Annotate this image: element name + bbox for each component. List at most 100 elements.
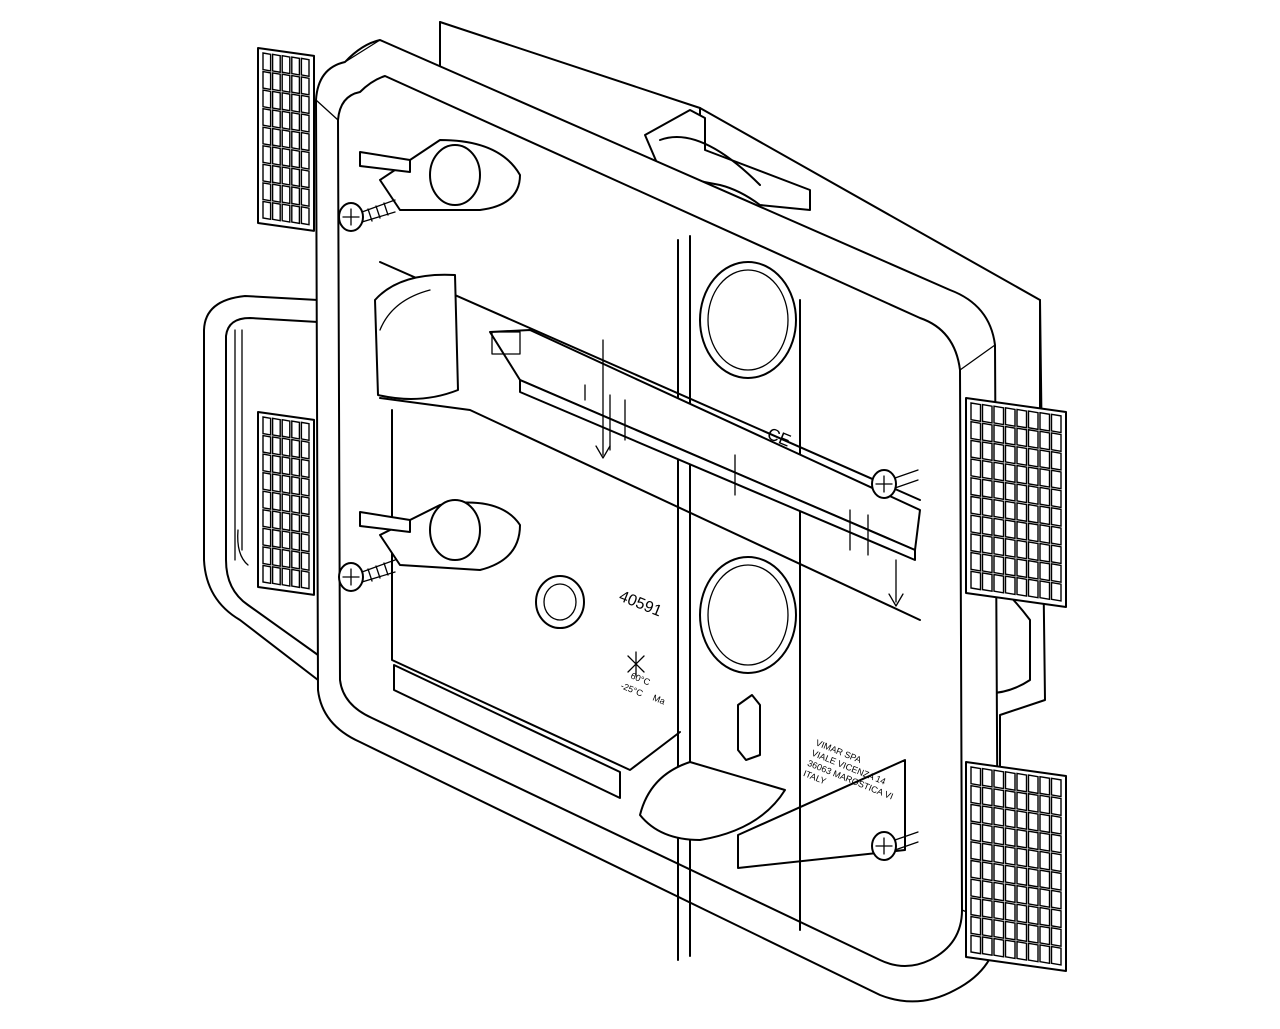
grip-pad-cell (1004, 444, 1016, 465)
grip-pad-cell (281, 166, 291, 186)
grip-pad-cell (1039, 775, 1051, 796)
grip-pad-cell (970, 533, 982, 554)
grip-pad-cell (271, 528, 281, 549)
grip-pad-cell (981, 478, 993, 499)
grip-pad-cell (1039, 542, 1051, 563)
grip-pad-cell (1027, 541, 1039, 562)
grip-pad-cell (271, 436, 281, 456)
grip-pad-cell (291, 111, 301, 132)
grip-pad-cell (1027, 942, 1039, 963)
temp-suffix-label: Ma (651, 693, 666, 707)
grip-pad-cell (1039, 888, 1051, 908)
grip-pad-cell (1016, 520, 1028, 541)
grip-pad-cell (1050, 581, 1062, 602)
grip-pad-cell (291, 148, 301, 169)
grip-pad-cell (1016, 903, 1028, 924)
grip-pad-cell (1050, 525, 1062, 546)
grip-pad-cell (281, 147, 291, 168)
grip-pad-cell (1027, 428, 1039, 449)
grip-pad-cell (291, 457, 301, 477)
grip-pad-cell (271, 164, 281, 185)
grip-pad-cell (1050, 945, 1062, 966)
grip-pad-cell (300, 514, 310, 534)
grip-pad-cell (1016, 810, 1028, 830)
grip-pad-cell (1004, 425, 1016, 446)
round-knockouts (535, 261, 797, 674)
grip-pad-cell (271, 109, 281, 129)
grip-pad-cell (1004, 500, 1016, 521)
grip-pad-cell (981, 534, 993, 555)
grip-pad-cell (993, 937, 1005, 958)
grip-pad-cell (1016, 427, 1028, 448)
grip-pad-cell (970, 784, 982, 805)
grip-pad-cell (1050, 506, 1062, 527)
grip-pad-cell (1016, 502, 1028, 523)
grip-pad-cell (981, 936, 993, 957)
grip-pad-cell (970, 439, 982, 460)
grip-pad-cell (300, 421, 310, 442)
grip-pad-cell (291, 568, 301, 589)
grip-pad-cell (993, 825, 1005, 846)
grip-pad-cell (970, 934, 982, 955)
grip-pad-cell (1027, 522, 1039, 543)
grip-pad-cell (300, 477, 310, 497)
grip-pad-cell (262, 89, 272, 109)
grip-pad-cell (281, 129, 291, 149)
grip-pad-cell (262, 434, 272, 455)
grip-pad-cell (1027, 830, 1039, 851)
grip-pad-cell (300, 458, 310, 479)
bottom-knockout (639, 761, 786, 841)
grip-pad-cell (993, 554, 1005, 575)
grip-pad-cell (970, 476, 982, 497)
grip-pad-cell (981, 767, 993, 788)
grip-pad-cell (970, 878, 982, 899)
grip-pad-cell (291, 167, 301, 188)
grip-pad-cell (262, 144, 272, 165)
grip-pad-cell (1027, 410, 1039, 431)
grip-pad-cell (1039, 869, 1051, 890)
grip-pad-cell (981, 422, 993, 443)
grip-pad-cell (1039, 524, 1051, 544)
screw-bottom-left (338, 559, 396, 592)
grip-pad-cell (1050, 488, 1062, 509)
latch (737, 694, 761, 761)
grip-pad-cell (970, 859, 982, 880)
grip-pad-cell (271, 547, 281, 567)
grip-pad-cell (970, 840, 982, 861)
grip-pad-cell (262, 416, 272, 436)
grip-pad-cell (970, 514, 982, 535)
grip-pad-cell (281, 418, 291, 439)
grip-pad-cell (1016, 558, 1028, 579)
grip-pad-cell (993, 405, 1005, 426)
grip-pad-cell (1050, 563, 1062, 584)
grip-pad-cell (291, 74, 301, 95)
grip-pad-cell (1004, 463, 1016, 484)
grip-pad-cell (271, 72, 281, 92)
grip-pad-cell (1004, 537, 1016, 558)
grip-pad-cell (970, 551, 982, 572)
front-frame (315, 39, 999, 1003)
grip-pad-cell (281, 110, 291, 131)
grip-pad-cell (981, 861, 993, 882)
grip-pad-left-top (257, 47, 315, 232)
grip-pad-cell (291, 186, 301, 206)
grip-pad-cell (970, 822, 982, 843)
grip-pad-cell (970, 897, 982, 918)
grip-pad-cell (1016, 828, 1028, 849)
grip-pad-cell (981, 497, 993, 518)
screw-right-bottom (871, 831, 919, 861)
grip-pad-right-top (965, 397, 1067, 608)
grip-pad-cell (981, 515, 993, 536)
grip-pad-cell (300, 532, 310, 553)
grip-pad-cell (1004, 920, 1016, 941)
grip-pad-cell (262, 200, 272, 221)
grip-pad-cell (262, 70, 272, 91)
grip-pad-cell (262, 546, 272, 566)
grip-pad-cell (300, 113, 310, 133)
grip-pad-cell (1050, 870, 1062, 891)
grip-pad-cell (1027, 466, 1039, 487)
grip-pad-cell (1027, 905, 1039, 926)
grip-pad-cell (1016, 576, 1028, 597)
grip-pad-cell (1016, 922, 1028, 943)
